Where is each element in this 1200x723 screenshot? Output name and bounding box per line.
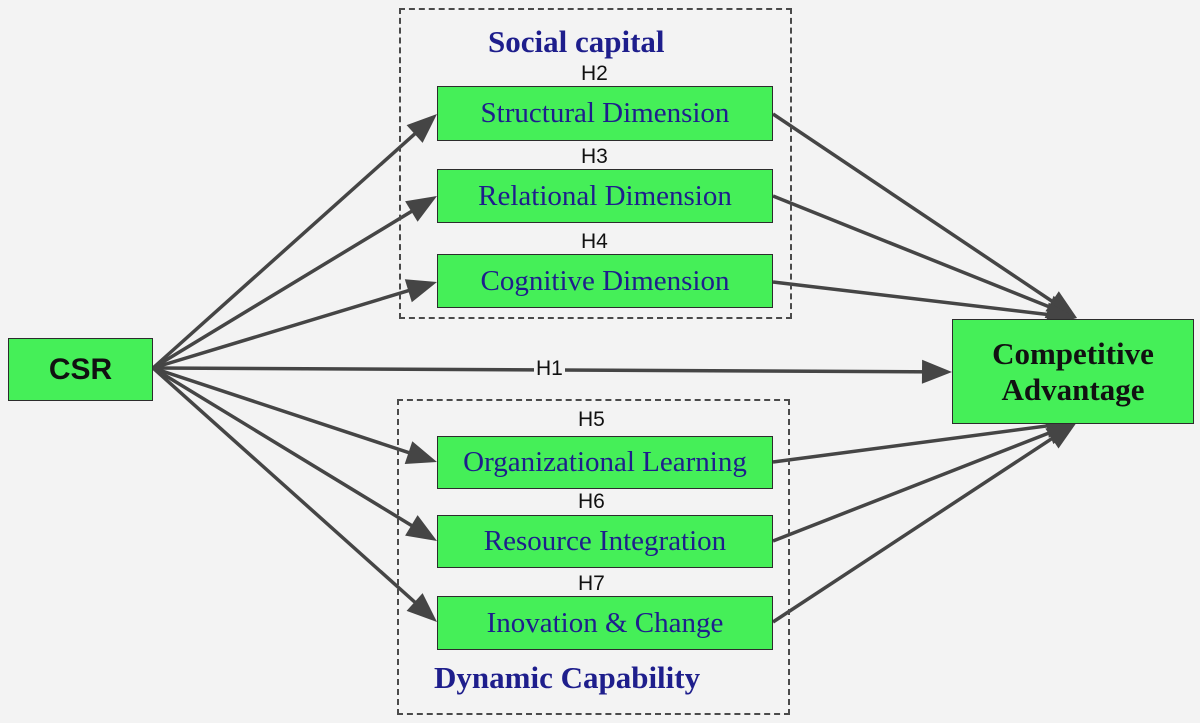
cognitive-dimension-node: Cognitive Dimension [437, 254, 773, 308]
dynamic-capability-title: Dynamic Capability [434, 660, 701, 695]
arrowhead-inovation-competitive [1045, 422, 1077, 449]
resource-integration-node: Resource Integration [437, 515, 773, 568]
structural-dimension-node: Structural Dimension [437, 86, 773, 141]
relational-dimension-node: Relational Dimension [437, 169, 773, 223]
arrowheads [404, 114, 1077, 622]
resource-integration-label: Resource Integration [483, 525, 727, 557]
hypothesis-h3-label: H3 [581, 145, 608, 168]
arrowhead-csr-inovation [406, 593, 437, 622]
arrow-structural-competitive [772, 112, 1064, 310]
arrowhead-csr-organizational [404, 441, 437, 464]
arrow-inovation-competitive [772, 430, 1063, 624]
competitive-advantage-label-line1: Competitive [992, 335, 1154, 371]
organizational-learning-node: Organizational Learning [437, 436, 773, 489]
organizational-learning-label: Organizational Learning [463, 446, 747, 478]
dynamic-capability-group [397, 399, 790, 715]
hypothesis-h4-label: H4 [581, 230, 608, 253]
hypothesis-h2-label: H2 [581, 62, 608, 85]
arrowhead-csr-resource [405, 515, 437, 541]
arrowhead-csr-competitive [921, 359, 952, 384]
arrow-csr-relational [152, 203, 423, 370]
arrow-csr-resource [152, 366, 423, 534]
relational-dimension-label: Relational Dimension [478, 179, 732, 212]
social-capital-title: Social capital [488, 24, 665, 59]
competitive-advantage-label-line2: Advantage [1001, 371, 1145, 407]
inovation-change-node: Inovation & Change [437, 596, 773, 650]
arrow-csr-cognitive [152, 285, 421, 370]
arrow-relational-competitive [772, 194, 1061, 313]
arrowhead-csr-cognitive [404, 279, 437, 303]
hypothesis-h5-label: H5 [578, 408, 605, 431]
arrows [151, 112, 1064, 624]
arrow-cognitive-competitive [772, 280, 1060, 318]
arrowhead-csr-relational [405, 196, 437, 222]
social-capital-group [399, 8, 792, 319]
arrow-csr-structural [151, 124, 425, 370]
csr-node: CSR [8, 338, 153, 401]
hypothesis-h6-label: H6 [578, 490, 605, 513]
arrowhead-csr-structural [406, 114, 437, 143]
arrow-resource-competitive [772, 426, 1061, 543]
hypothesis-h7-label: H7 [578, 572, 605, 595]
inovation-change-label: Inovation & Change [486, 606, 724, 639]
cognitive-dimension-label: Cognitive Dimension [480, 264, 730, 297]
hypothesis-h1-label: H1 [534, 357, 565, 381]
structural-dimension-label: Structural Dimension [480, 97, 730, 129]
arrow-csr-organizational [152, 366, 421, 458]
competitive-advantage-node: Competitive Advantage [952, 319, 1194, 424]
csr-label: CSR [48, 352, 113, 386]
arrow-organizational-competitive [772, 422, 1060, 464]
arrow-csr-inovation [151, 366, 425, 612]
